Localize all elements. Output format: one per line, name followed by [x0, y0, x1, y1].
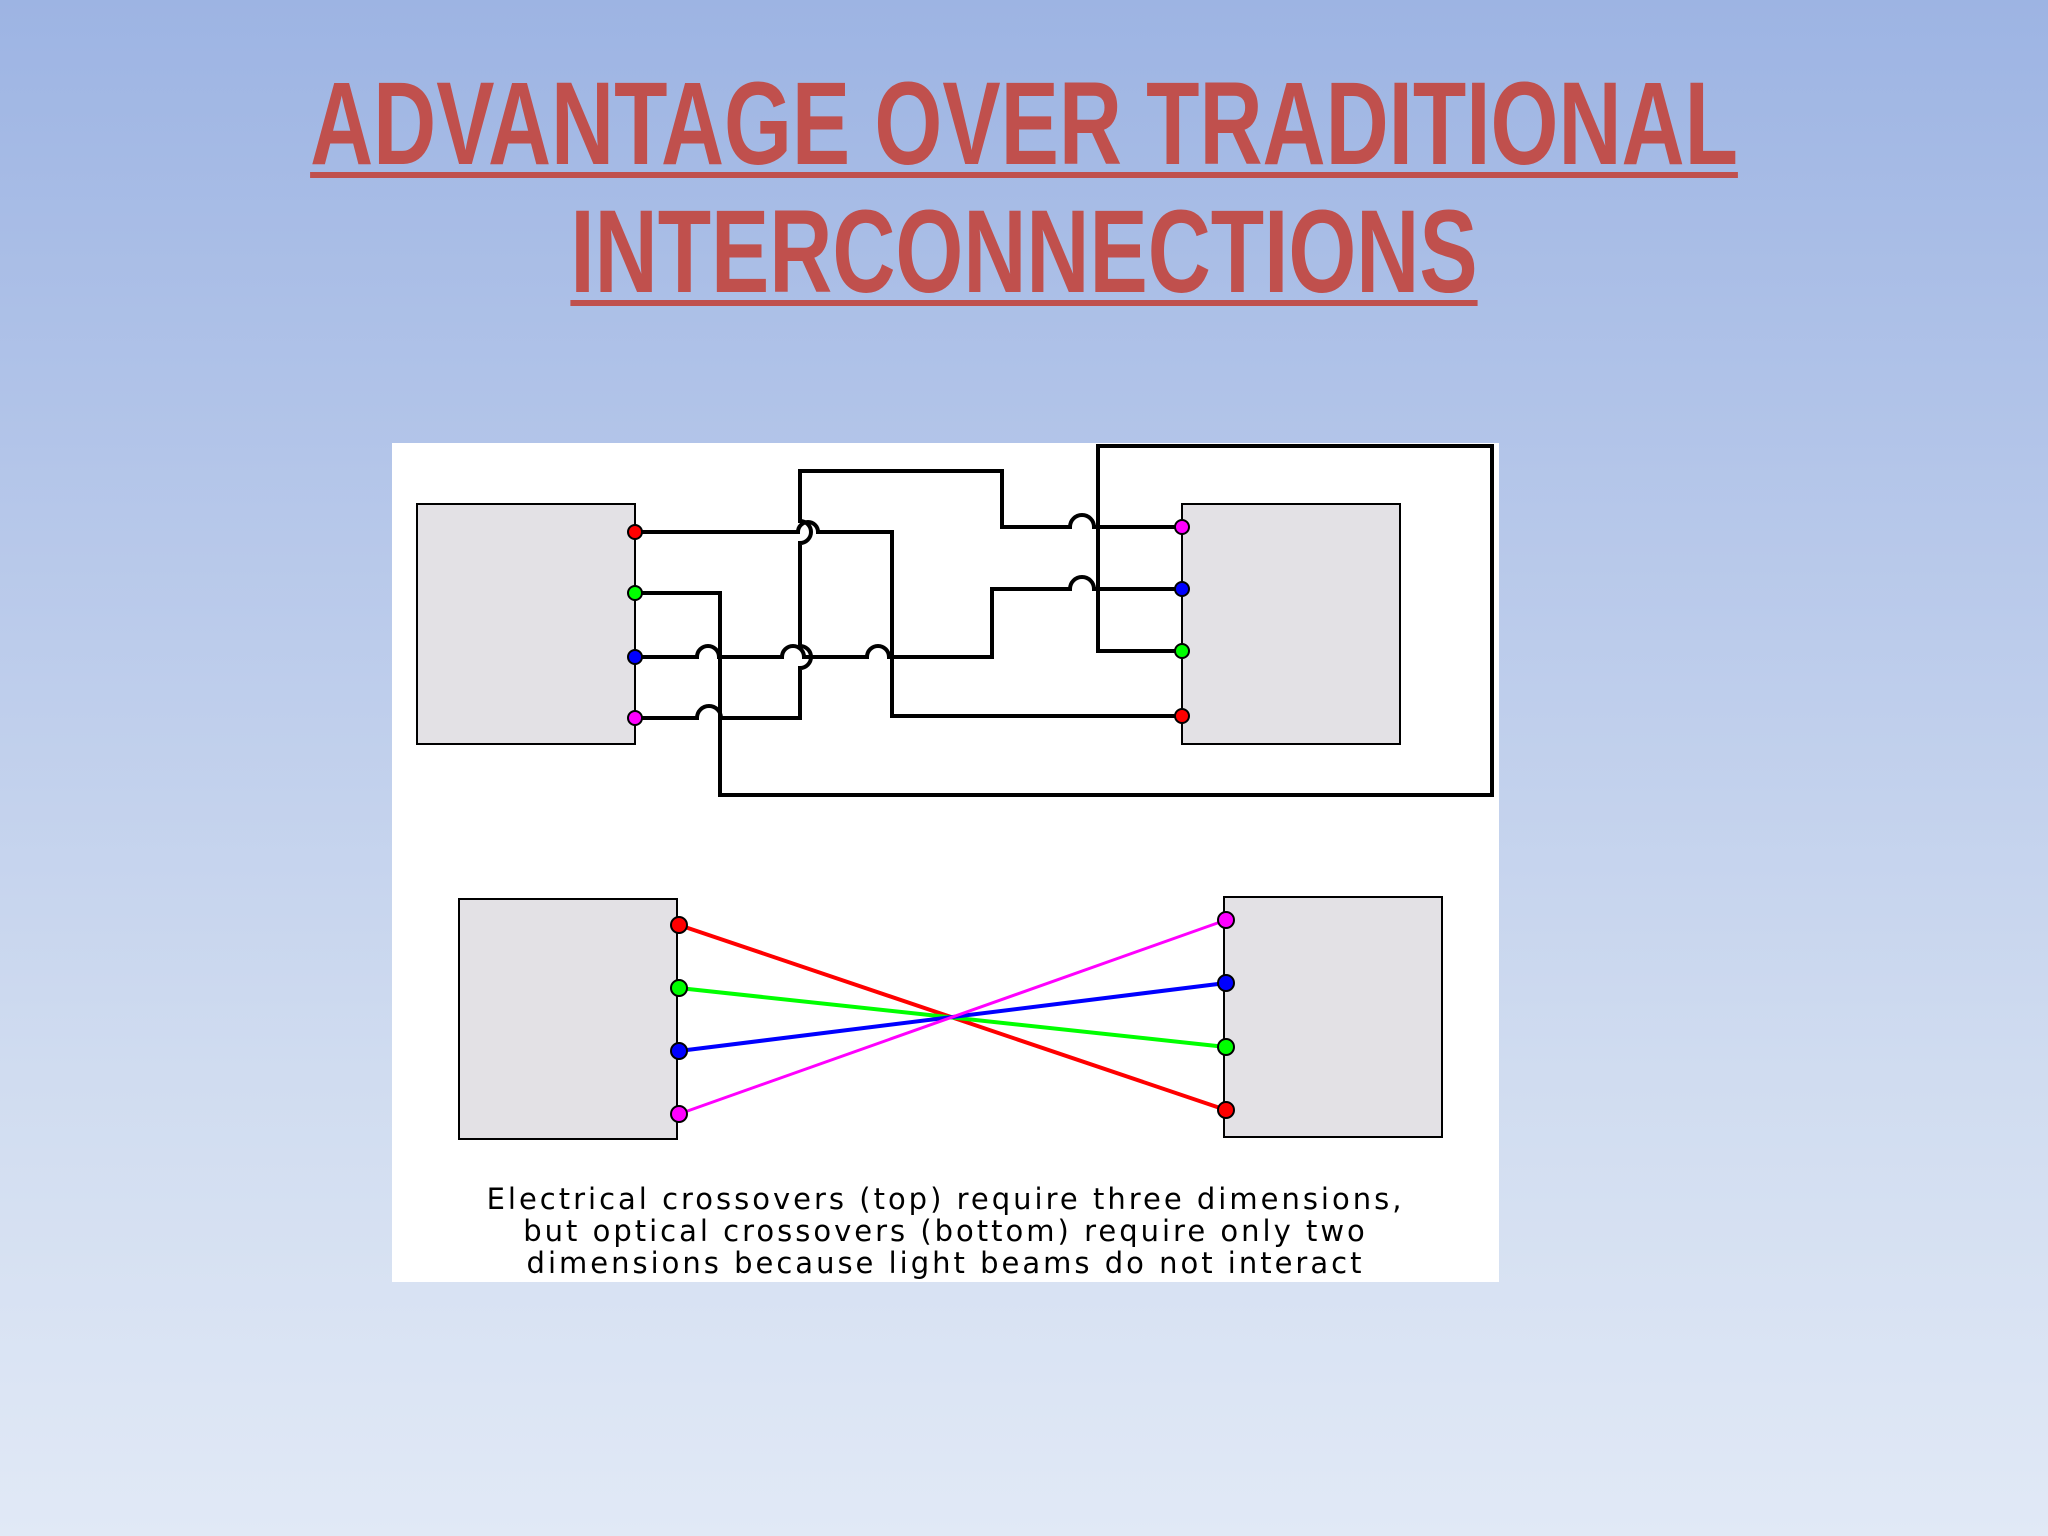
bottom-right-terminal-blue — [1217, 974, 1235, 992]
bottom-left-terminal-blue — [670, 1042, 688, 1060]
caption-line-2: but optical crossovers (bottom) require … — [523, 1214, 1368, 1248]
top-left-terminal-red — [627, 524, 643, 540]
slide-title: ADVANTAGE OVER TRADITIONAL INTERCONNECTI… — [266, 60, 1782, 316]
top-left-terminal-blue — [627, 649, 643, 665]
top-right-terminal-blue — [1174, 581, 1190, 597]
bottom-left-terminal-magenta — [670, 1105, 688, 1123]
light-beam-magenta — [678, 918, 1227, 1116]
bottom-right-terminal-magenta — [1217, 911, 1235, 929]
caption-line-1: Electrical crossovers (top) require thre… — [486, 1182, 1405, 1216]
left-chip — [458, 898, 678, 1140]
electrical-crossover-diagram — [416, 444, 1494, 797]
wire-magenta — [635, 469, 1182, 720]
title-line-2: INTERCONNECTIONS — [570, 186, 1478, 318]
top-left-terminal-magenta — [627, 710, 643, 726]
wire-green — [635, 444, 1494, 797]
wire-blue — [635, 575, 1182, 659]
caption-line-3: dimensions because light beams do not in… — [526, 1246, 1365, 1280]
title-line-1: ADVANTAGE OVER TRADITIONAL — [310, 58, 1738, 190]
right-chip — [1223, 896, 1443, 1138]
optical-crossover-diagram — [458, 896, 1443, 1140]
top-right-terminal-magenta — [1174, 519, 1190, 535]
right-chip — [1181, 503, 1401, 745]
crossover-diagram — [416, 444, 1494, 1140]
left-chip — [416, 503, 636, 745]
bottom-right-terminal-green — [1217, 1038, 1235, 1056]
figure-caption: Electrical crossovers (top) require thre… — [392, 1183, 1499, 1279]
top-right-terminal-green — [1174, 643, 1190, 659]
top-right-terminal-red — [1174, 708, 1190, 724]
wire-red — [635, 520, 1182, 718]
top-left-terminal-green — [627, 585, 643, 601]
crossover-figure: Electrical crossovers (top) require thre… — [392, 443, 1499, 1282]
bottom-right-terminal-red — [1217, 1101, 1235, 1119]
bottom-left-terminal-red — [670, 916, 688, 934]
bottom-left-terminal-green — [670, 979, 688, 997]
